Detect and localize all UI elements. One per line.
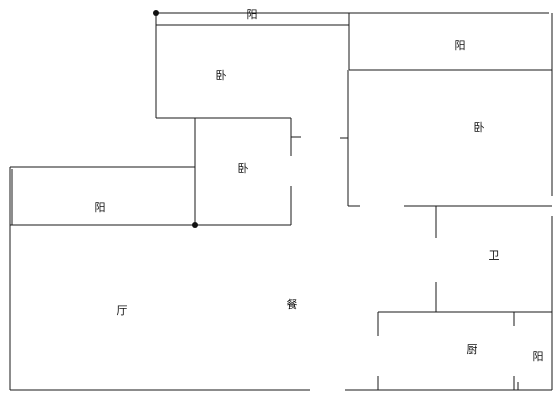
room-labels: 阳 阳 卧 卧 卧 阳 卫 厅 餐 厨 阳: [95, 8, 544, 363]
room-label-balcony-top-right: 阳: [455, 39, 466, 52]
room-label-balcony-top: 阳: [247, 8, 258, 21]
room-label-balcony-left: 阳: [95, 201, 106, 214]
wall-node-balcony-corner: [192, 222, 198, 228]
room-label-dining: 餐: [287, 297, 298, 311]
room-label-bedroom-top-left: 卧: [216, 69, 227, 82]
walls: [9, 12, 553, 391]
room-label-bedroom-middle: 卧: [238, 162, 249, 175]
wall-nodes: [153, 10, 198, 228]
room-label-living-room: 厅: [117, 304, 128, 317]
room-label-balcony-bottom-right: 阳: [533, 350, 544, 363]
room-label-bedroom-right: 卧: [474, 121, 485, 134]
room-label-bathroom: 卫: [489, 249, 500, 262]
room-label-kitchen: 厨: [467, 343, 478, 356]
wall-node-top-left: [153, 10, 159, 16]
